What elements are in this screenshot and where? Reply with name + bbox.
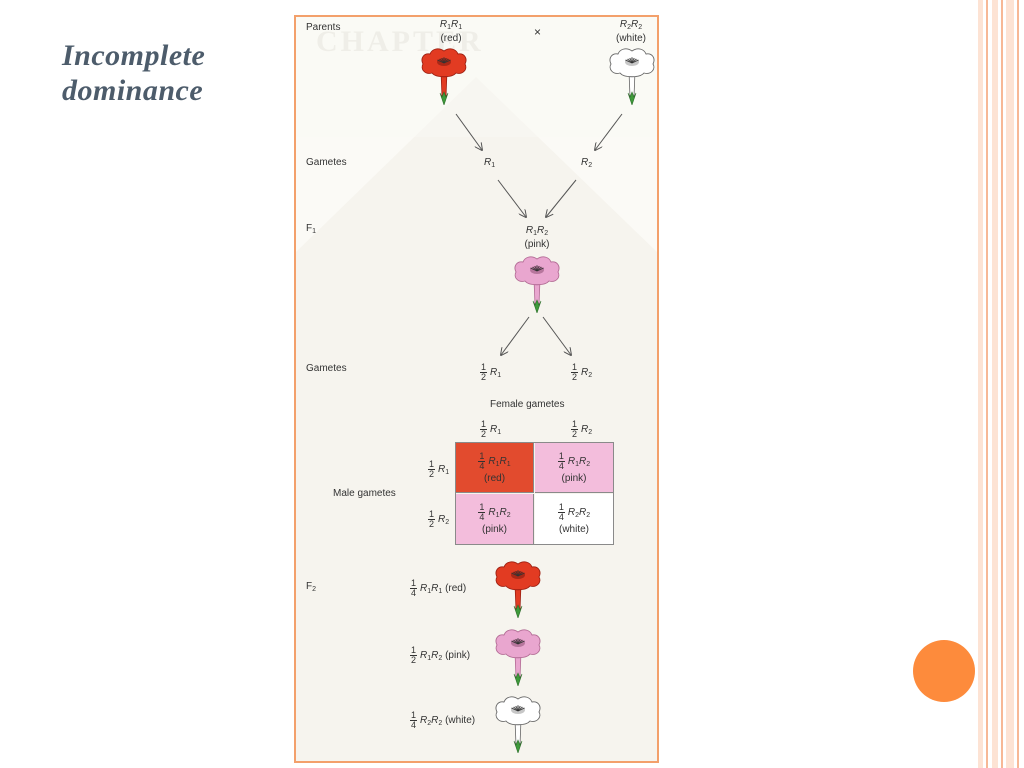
- arrow-f1-right: [542, 316, 571, 355]
- f1-label: F1: [306, 223, 317, 235]
- pink-flower-icon: [495, 629, 541, 686]
- white-flower-icon: [495, 696, 541, 753]
- parent-white-caption: R2R2 (white): [615, 19, 646, 44]
- gametes-label-2: Gametes: [306, 363, 347, 374]
- arrow-gamete-right: [546, 179, 577, 217]
- decorative-circle: [913, 640, 975, 702]
- parent-red-caption: R1R1 (red): [439, 19, 463, 44]
- pink-flower-icon: [514, 256, 560, 313]
- genetics-diagram-panel: CHAPTER Parents R1R1 (red) × R2R2 (white…: [294, 15, 659, 763]
- f2-label: F2: [306, 581, 317, 593]
- arrow-f1-left: [501, 316, 530, 355]
- slide-title: Incomplete dominance: [62, 39, 206, 107]
- arrow-gamete-left: [497, 179, 526, 217]
- gametes-label: Gametes: [306, 157, 347, 168]
- arrow-parent-right: [595, 113, 623, 150]
- female-gametes-label: Female gametes: [490, 399, 565, 410]
- cross-symbol: ×: [534, 25, 542, 39]
- red-flower-icon: [495, 561, 541, 618]
- background-pyramid: [296, 17, 657, 761]
- white-flower-icon: [609, 48, 655, 105]
- red-flower-icon: [421, 48, 467, 105]
- parents-label: Parents: [306, 22, 341, 33]
- gamete-r2: R2: [581, 157, 593, 169]
- cross-arrows: [455, 113, 623, 761]
- f1-caption: R1R2 (pink): [524, 225, 550, 250]
- male-gametes-label: Male gametes: [333, 488, 396, 499]
- arrow-parent-left: [455, 113, 482, 150]
- gamete-r1: R1: [484, 157, 496, 169]
